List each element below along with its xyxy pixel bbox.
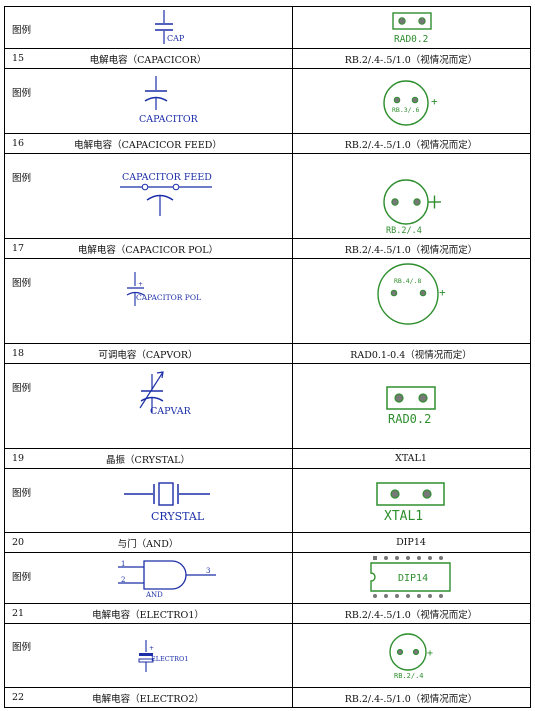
capvar-symbol: CAPVAR: [136, 368, 206, 420]
rb48-footprint-text: RB.4/.8: [394, 277, 421, 285]
capacitor-feed-symbol-text: CAPACITOR FEED: [122, 172, 212, 183]
rad02-footprint: RAD0.2: [392, 12, 442, 46]
component-name: 电解电容（CAPACICOR POL）: [77, 244, 219, 256]
row-rule: [4, 363, 531, 364]
component-name: 电解电容（ELECTRO2）: [92, 693, 204, 705]
row-number: 20: [12, 537, 25, 548]
component-name: 晶振（CRYSTAL）: [106, 454, 190, 466]
row-rule: [4, 623, 531, 624]
electro1-symbol: + ELECTRO1: [136, 640, 216, 674]
row-rule: [4, 238, 531, 239]
electro1-symbol-text: ELECTRO1: [151, 655, 188, 663]
legend-label: 图例: [12, 383, 32, 394]
plus-sign: +: [138, 281, 143, 288]
row-rule: [4, 258, 531, 259]
component-name: 可调电容（CAPVOR）: [98, 349, 198, 361]
legend-label: 图例: [12, 173, 32, 184]
capacitor-symbol: CAPACITOR: [138, 74, 218, 130]
legend-label: 图例: [12, 572, 32, 583]
plus-sign: +: [431, 95, 438, 108]
rb36-footprint-text: RB.3/.6: [392, 106, 419, 114]
rad02-footprint-large-text: RAD0.2: [388, 412, 431, 426]
row-rule: [4, 603, 531, 604]
row-rule: [4, 48, 531, 49]
row-rule: [4, 707, 531, 708]
capacitor-feed-symbol: CAPACITOR FEED: [120, 170, 220, 226]
row-rule: [4, 448, 531, 449]
row-number: 19: [12, 453, 25, 464]
legend-label: 图例: [12, 488, 32, 499]
rad02-footprint-text: RAD0.2: [394, 34, 428, 45]
xtal1-footprint-text: XTAL1: [384, 509, 423, 524]
and-gate-symbol: 1 2 3 AND: [118, 556, 228, 600]
capacitor-pol-symbol: + CAPACITOR POL: [124, 272, 224, 312]
row-number: 16: [12, 138, 25, 149]
row-number: 18: [12, 348, 25, 359]
plus-sign: +: [427, 648, 433, 659]
rb24-footprint-b-text: RB.2/.4: [394, 672, 424, 680]
footprint-name: RB.2/.4-.5/1.0（视情况而定）: [344, 609, 478, 621]
row-number: 22: [12, 692, 25, 703]
rb24-footprint-a: RB.2/.4: [378, 178, 448, 236]
row-rule: [4, 153, 531, 154]
dip14-footprint: DIP14: [366, 554, 460, 600]
and-symbol-text: AND: [145, 591, 163, 599]
row-rule: [4, 552, 531, 553]
rb24-footprint-b: + RB.2/.4: [388, 632, 448, 680]
row-rule: [4, 468, 531, 469]
footprint-name: XTAL1: [395, 453, 427, 464]
footprint-name: RB.2/.4-.5/1.0（视情况而定）: [344, 244, 478, 256]
crystal-symbol-text: CRYSTAL: [151, 510, 205, 523]
plus-sign: +: [439, 286, 446, 299]
legend-label: 图例: [12, 278, 32, 289]
row-rule: [4, 6, 531, 7]
crystal-symbol: CRYSTAL: [124, 480, 214, 526]
capacitor-pol-symbol-text: CAPACITOR POL: [136, 293, 201, 302]
pin-3-label: 3: [206, 567, 210, 575]
column-rule: [292, 6, 293, 707]
capacitor-symbol-text: CAPACITOR: [139, 114, 199, 125]
footprint-name: RB.2/.4-.5/1.0（视情况而定）: [344, 139, 478, 151]
component-name: 与门（AND）: [117, 538, 179, 550]
cap-symbol-text: CAP: [167, 34, 185, 43]
footprint-name: RB.2/.4-.5/1.0（视情况而定）: [344, 54, 478, 66]
plus-sign: +: [149, 645, 154, 652]
legend-label: 图例: [12, 642, 32, 653]
rb24-footprint-text: RB.2/.4: [386, 226, 422, 236]
row-rule: [4, 343, 531, 344]
dip14-footprint-text: DIP14: [398, 573, 428, 584]
column-rule: [530, 6, 531, 707]
row-rule: [4, 68, 531, 69]
component-name: 电解电容（ELECTRO1）: [92, 609, 204, 621]
component-name: 电解电容（CAPACICOR）: [89, 54, 207, 66]
row-number: 15: [12, 53, 25, 64]
row-rule: [4, 687, 531, 688]
pin-2-label: 2: [121, 576, 125, 584]
cap-symbol: CAP: [150, 10, 210, 46]
rb36-footprint: RB.3/.6 +: [382, 80, 446, 130]
footprint-name: RB.2/.4-.5/1.0（视情况而定）: [344, 693, 478, 705]
rad02-footprint-large: RAD0.2: [386, 386, 446, 428]
column-rule: [4, 6, 5, 707]
component-name: 电解电容（CAPACICOR FEED）: [74, 139, 222, 151]
xtal1-footprint: XTAL1: [376, 482, 456, 524]
legend-label: 图例: [12, 88, 32, 99]
rb48-footprint: RB.4/.8 +: [374, 262, 454, 334]
row-number: 17: [12, 243, 25, 254]
row-rule: [4, 133, 531, 134]
footprint-name: DIP14: [396, 537, 426, 548]
row-rule: [4, 532, 531, 533]
legend-label: 图例: [12, 25, 32, 36]
footprint-name: RAD0.1-0.4（视情况而定）: [350, 349, 472, 361]
row-number: 21: [12, 608, 25, 619]
pin-1-label: 1: [121, 560, 125, 568]
capvar-symbol-text: CAPVAR: [150, 406, 192, 417]
